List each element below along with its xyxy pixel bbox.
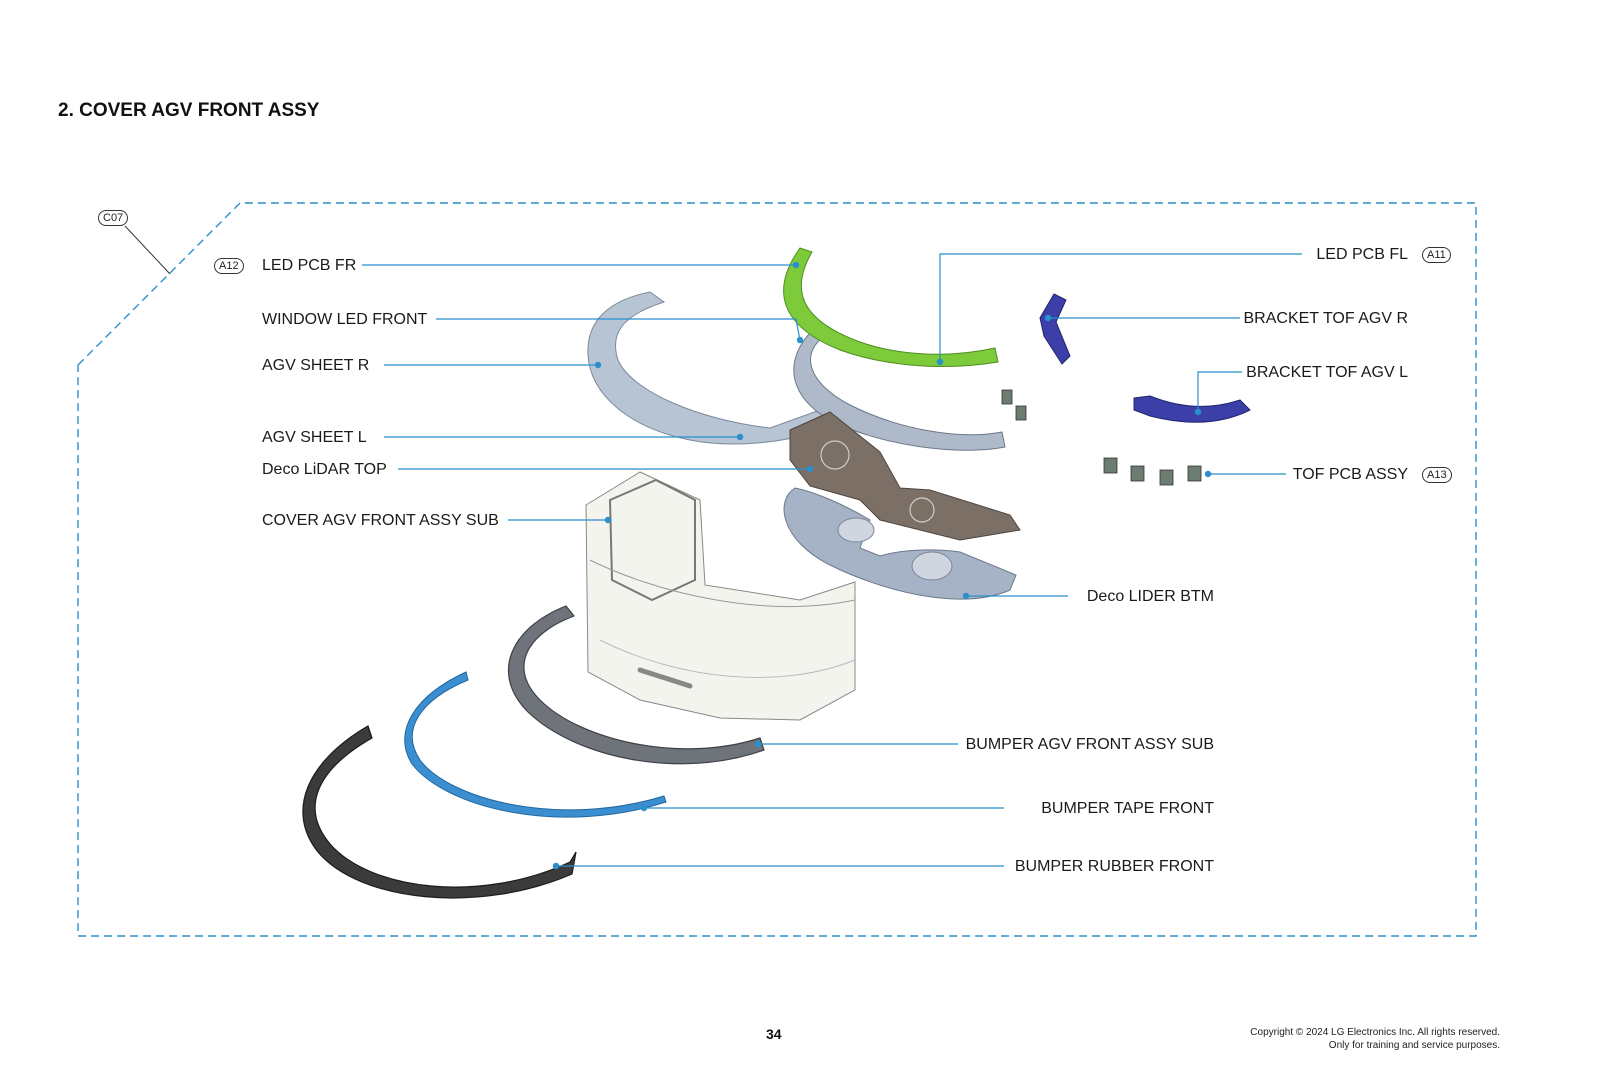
bumper-rubber-front-part (302, 725, 577, 899)
agv-sheet-r-part (587, 291, 831, 445)
label-bumper-agv-front-assy-sub: BUMPER AGV FRONT ASSY SUB (965, 736, 1214, 753)
label-cover-agv-front-assy-sub: COVER AGV FRONT ASSY SUB (262, 512, 499, 529)
lider-btm-vent-right (911, 551, 953, 581)
label-bumper-rubber-front: BUMPER RUBBER FRONT (1014, 858, 1214, 875)
label-deco-lidar-top: Deco LiDAR TOP (262, 461, 387, 478)
label-tof-pcb-assy: TOF PCB ASSY (1292, 466, 1408, 483)
deco-lidar-top-part (789, 411, 1021, 541)
label-bracket-tof-agv-r: BRACKET TOF AGV R (1243, 310, 1409, 327)
label-agv-sheet-l: AGV SHEET L (262, 429, 367, 446)
label-agv-sheet-r: AGV SHEET R (262, 357, 370, 374)
bumper-tape-front-part (404, 671, 667, 818)
label-deco-lider-btm: Deco LIDER BTM (1086, 588, 1214, 605)
leader-bracket-tof-agv-l (1197, 371, 1242, 412)
lidar-fan-bottom (909, 497, 935, 523)
leader-window-led-front (436, 318, 801, 341)
group-code-badge: C07 (98, 210, 129, 226)
label-led-pcb-fl: LED PCB FL (1316, 246, 1408, 263)
label-led-pcb-fr: LED PCB FR (262, 257, 357, 274)
label-window-led-front: WINDOW LED FRONT (262, 311, 428, 328)
section-heading: 2. COVER AGV FRONT ASSY (58, 100, 320, 121)
window-led-front-part (793, 326, 1006, 451)
page-number: 34 (766, 1026, 782, 1042)
part-code-led-pcb-fl: A11 (1422, 247, 1451, 263)
bracket-tof-agv-r-part (1039, 293, 1071, 365)
bumper-agv-front-assy-sub-part (508, 605, 765, 765)
tof-pcb-assy-part (1001, 389, 1202, 486)
part-code-tof-pcb-assy: A13 (1422, 467, 1452, 483)
cover-agv-front-assy-sub-part (585, 471, 856, 721)
leader-dots (552, 261, 1212, 870)
deco-lider-btm-part (783, 487, 1017, 600)
copyright-notice: Copyright © 2024 LG Electronics Inc. All… (1250, 1026, 1500, 1052)
label-bracket-tof-agv-l: BRACKET TOF AGV L (1246, 364, 1408, 381)
bracket-tof-agv-l-part (1133, 395, 1251, 423)
leader-led-pcb-fl (939, 253, 1302, 362)
label-bumper-tape-front: BUMPER TAPE FRONT (1041, 800, 1214, 817)
copyright-line-2: Only for training and service purposes. (1328, 1040, 1500, 1051)
part-code-led-pcb-fr: A12 (214, 258, 244, 274)
group-pointer-line (124, 225, 171, 275)
leader-lines (362, 253, 1302, 867)
lider-btm-vent-left (837, 517, 875, 543)
copyright-line-1: Copyright © 2024 LG Electronics Inc. All… (1250, 1027, 1500, 1038)
lidar-fan-top (820, 440, 850, 470)
led-pcb-fl-part (783, 247, 999, 367)
